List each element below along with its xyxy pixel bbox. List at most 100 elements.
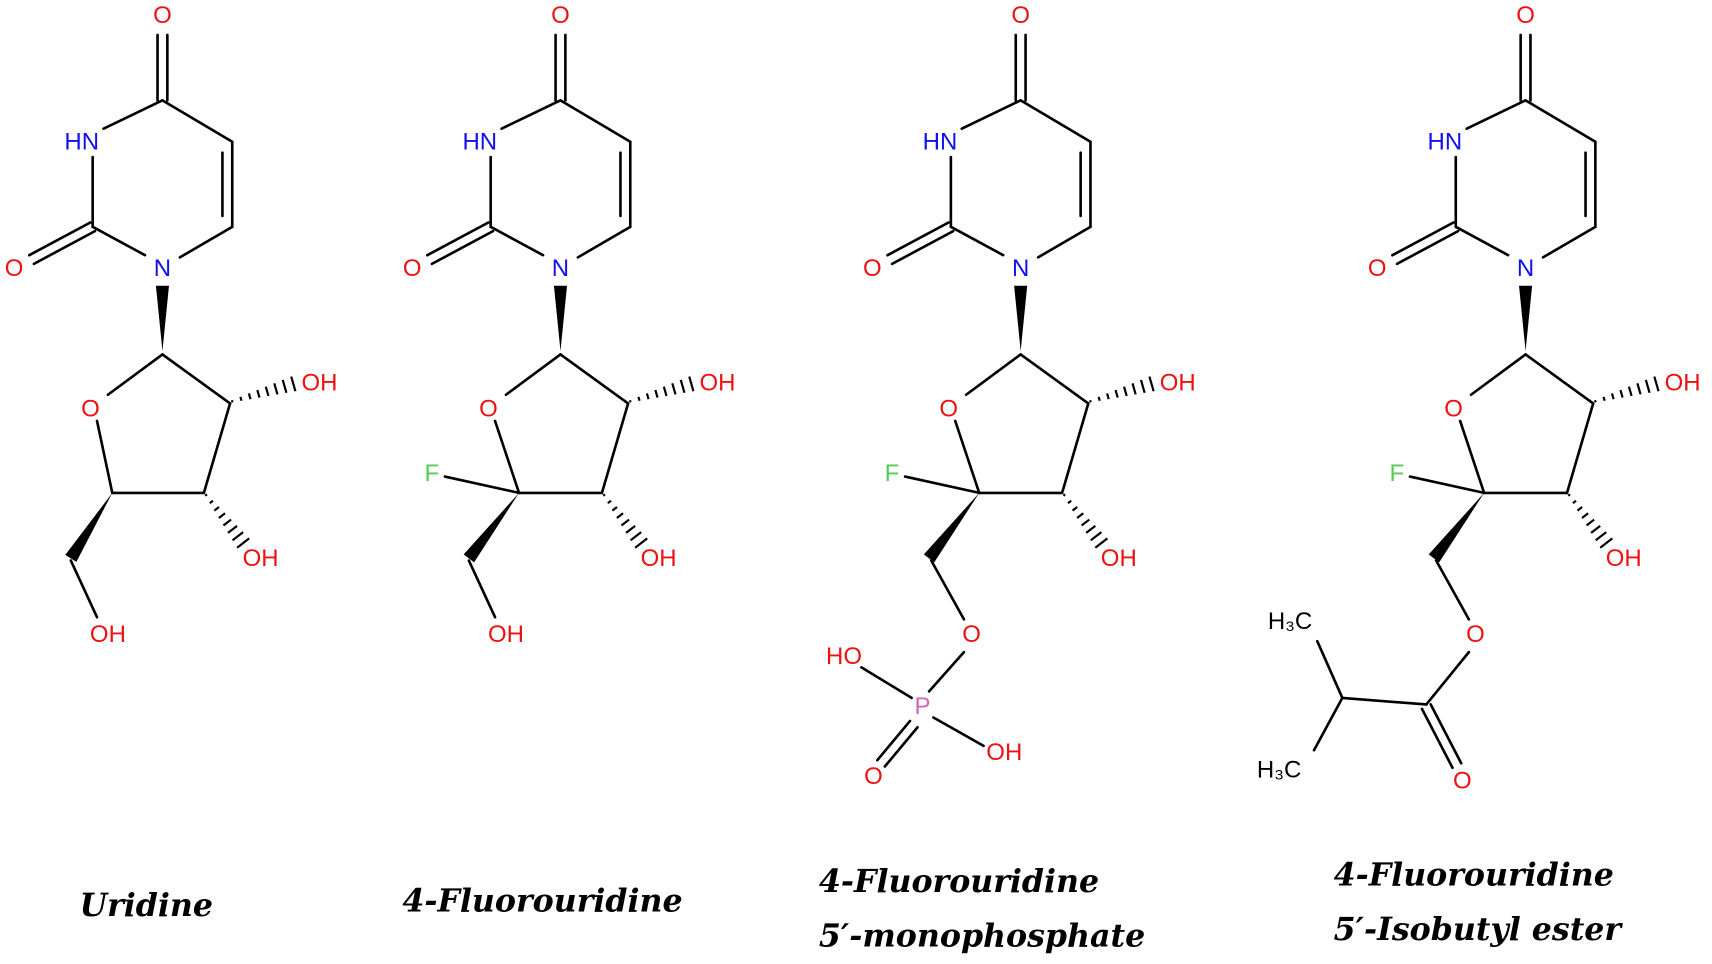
bond bbox=[1565, 402, 1595, 495]
atom-label-o2: O bbox=[1368, 255, 1387, 282]
atom-label-hoa: HO bbox=[826, 643, 862, 670]
bond bbox=[1458, 419, 1486, 495]
compound-name: Uridine bbox=[80, 887, 213, 924]
bond bbox=[102, 99, 164, 130]
bond bbox=[106, 353, 164, 397]
atom-label-o4p: O bbox=[479, 395, 498, 422]
atom-label-o4: O bbox=[1516, 2, 1535, 29]
carbonyl-bond bbox=[32, 229, 97, 266]
hashed-bond-c3 bbox=[1062, 493, 1109, 549]
bond bbox=[1434, 559, 1471, 621]
glycosidic-wedge-bond bbox=[553, 285, 568, 352]
carbonyl-bond bbox=[1391, 221, 1455, 257]
bond bbox=[1019, 353, 1090, 405]
bond bbox=[489, 225, 545, 257]
glycosidic-wedge-bond bbox=[1519, 285, 1533, 352]
atom-label-o2: O bbox=[863, 255, 882, 282]
carbonyl-bond bbox=[425, 221, 490, 257]
hashed-bond-c2 bbox=[230, 376, 297, 403]
hashed-bond-c3 bbox=[602, 493, 648, 549]
hashed-bond-c2 bbox=[628, 376, 695, 403]
bond bbox=[467, 559, 497, 619]
bond bbox=[576, 225, 632, 259]
phosphoryl-bond bbox=[876, 719, 912, 762]
atom-label-oh5: OH bbox=[488, 621, 524, 648]
atom-label-oh2: OH bbox=[301, 369, 337, 396]
bond bbox=[1524, 99, 1597, 144]
bond bbox=[932, 716, 985, 748]
bond bbox=[949, 225, 1005, 257]
bond bbox=[1312, 696, 1344, 752]
compound-name: 4-Fluorouridine bbox=[402, 883, 682, 920]
atom-label-o5: O bbox=[1466, 621, 1485, 648]
atom-label-o4p: O bbox=[81, 395, 100, 422]
wedge-bond-c5 bbox=[463, 492, 520, 563]
atom-label-o4: O bbox=[153, 2, 172, 29]
atom-label-me2: H₃C bbox=[1257, 756, 1301, 783]
wedge-bond-c5 bbox=[1428, 492, 1485, 563]
atom-label-n3: HN bbox=[462, 128, 497, 155]
wedge-bond-c5 bbox=[65, 492, 113, 562]
atom-label-o5: O bbox=[962, 621, 981, 648]
carbonyl-bond bbox=[890, 229, 955, 266]
atom-label-o4p: O bbox=[939, 395, 958, 422]
bond bbox=[1454, 225, 1510, 257]
bond bbox=[1524, 353, 1595, 405]
c-f-bond bbox=[443, 475, 521, 495]
hashed-bond-c3 bbox=[204, 493, 250, 549]
carbonyl-bond bbox=[430, 229, 495, 266]
atom-label-n1: N bbox=[1012, 255, 1029, 282]
hashed-bond-c2 bbox=[1594, 376, 1660, 403]
bond bbox=[1060, 402, 1090, 495]
c-f-bond bbox=[903, 475, 981, 495]
c-f-bond bbox=[1408, 475, 1486, 495]
bond bbox=[202, 402, 232, 495]
compound-name: 5′-monophosphate bbox=[819, 918, 1145, 955]
atom-label-p: P bbox=[915, 693, 931, 720]
bond bbox=[1541, 225, 1597, 259]
bond bbox=[860, 666, 913, 700]
atom-label-odb: O bbox=[864, 763, 883, 790]
atom-label-n1: N bbox=[552, 255, 569, 282]
hashed-bond-c2 bbox=[1089, 376, 1155, 403]
bond bbox=[927, 650, 966, 693]
bond bbox=[1469, 353, 1527, 397]
bond bbox=[493, 419, 521, 495]
atom-label-o4: O bbox=[1011, 2, 1030, 29]
glycosidic-wedge-bond bbox=[1014, 285, 1028, 352]
atom-label-n3: HN bbox=[923, 128, 958, 155]
atom-label-me1: H₃C bbox=[1268, 608, 1312, 635]
atom-label-f: F bbox=[1390, 460, 1405, 487]
compound-name: 5′-Isobutyl ester bbox=[1334, 911, 1624, 948]
bond bbox=[600, 402, 630, 495]
atom-label-n3: HN bbox=[1428, 128, 1463, 155]
atom-label-n3: HN bbox=[64, 128, 99, 155]
carbonyl-bond bbox=[1395, 229, 1460, 266]
bond bbox=[161, 99, 234, 144]
atom-label-o4: O bbox=[551, 2, 570, 29]
bond bbox=[953, 419, 981, 495]
bond bbox=[161, 353, 232, 405]
atom-label-o2: O bbox=[403, 255, 422, 282]
bond bbox=[95, 419, 114, 495]
bond bbox=[1341, 696, 1428, 706]
atom-label-oh3: OH bbox=[1101, 545, 1137, 572]
glycosidic-wedge-bond bbox=[155, 285, 169, 352]
bond bbox=[69, 559, 99, 619]
atom-label-o4p: O bbox=[1444, 395, 1463, 422]
bond bbox=[1425, 650, 1471, 706]
atom-label-oh3: OH bbox=[243, 545, 279, 572]
bond bbox=[178, 225, 234, 259]
bond bbox=[1019, 99, 1092, 144]
carbonyl-bond bbox=[1429, 703, 1463, 765]
wedge-bond-c5 bbox=[923, 492, 980, 563]
bond bbox=[1465, 99, 1527, 130]
phosphoryl-bond bbox=[883, 725, 919, 768]
bond bbox=[960, 99, 1022, 130]
